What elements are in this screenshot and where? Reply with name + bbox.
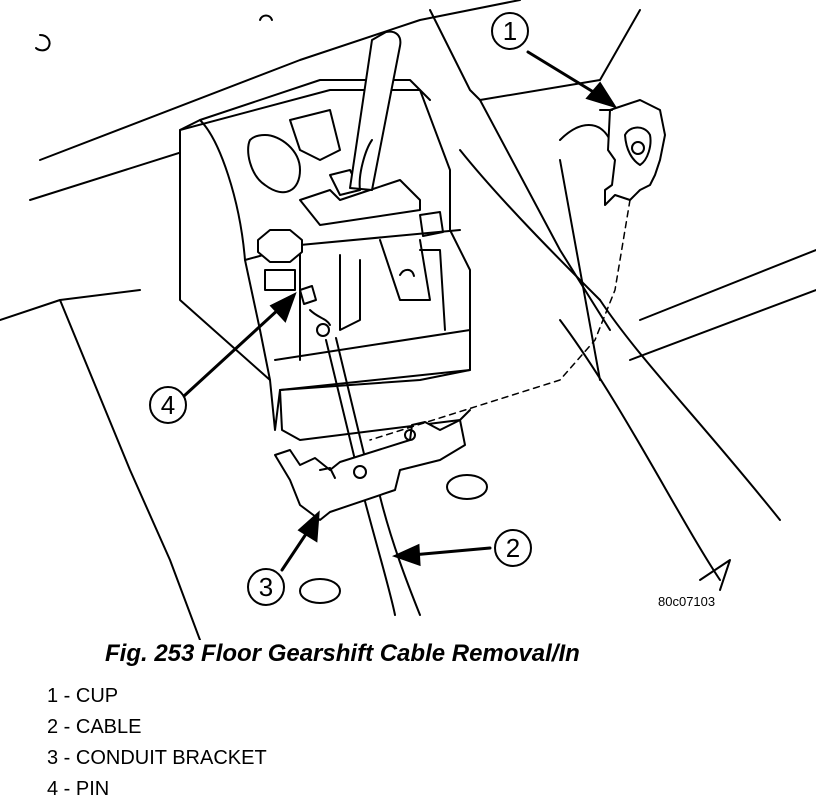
legend-item: 4 - PIN bbox=[47, 778, 110, 800]
callout-number-4: 4 bbox=[161, 390, 175, 420]
callout-circle-1 bbox=[491, 12, 529, 50]
callout-arrow-4 bbox=[182, 306, 282, 398]
callout-circle-3 bbox=[247, 568, 285, 606]
cup-clip bbox=[599, 99, 666, 206]
callout-arrow-2 bbox=[410, 546, 492, 557]
legend-item: 3 - CONDUIT BRACKET bbox=[47, 747, 267, 769]
floor-hole bbox=[446, 474, 488, 500]
conduit-bracket bbox=[274, 419, 466, 521]
callout-circle-4 bbox=[149, 386, 187, 424]
callout-arrowhead-1 bbox=[585, 81, 618, 109]
legend-item: 2 - CABLE bbox=[47, 716, 142, 738]
figure-caption: Fig. 253 Floor Gearshift Cable Removal/I… bbox=[105, 640, 580, 667]
gearshift-illustration: 1 2 3 4 80c07103 bbox=[0, 0, 816, 640]
shifter-housing bbox=[179, 79, 471, 441]
shift-lever-shadow bbox=[358, 139, 373, 191]
shift-lever bbox=[349, 30, 402, 191]
callout-arrowhead-2 bbox=[391, 543, 421, 567]
floor-panel-lines bbox=[0, 0, 816, 640]
legend-item: 1 - CUP bbox=[47, 685, 119, 707]
legend-list: 1 - CUP 2 - CABLE 3 - CONDUIT BRACKET 4 … bbox=[47, 681, 267, 805]
callout-arrowhead-3 bbox=[297, 510, 320, 543]
figure-code: 80c07103 bbox=[658, 594, 715, 609]
callout-circle-2 bbox=[494, 529, 532, 567]
floor-hole bbox=[299, 578, 341, 604]
callout-arrowhead-4 bbox=[269, 291, 297, 323]
bolt-nut bbox=[257, 229, 303, 291]
callout-number-1: 1 bbox=[503, 16, 517, 46]
callout-arrow-1 bbox=[526, 50, 602, 98]
callout-number-3: 3 bbox=[259, 572, 273, 602]
callout-number-2: 2 bbox=[506, 533, 520, 563]
pin-detail bbox=[299, 285, 331, 337]
removal-path bbox=[369, 199, 631, 441]
